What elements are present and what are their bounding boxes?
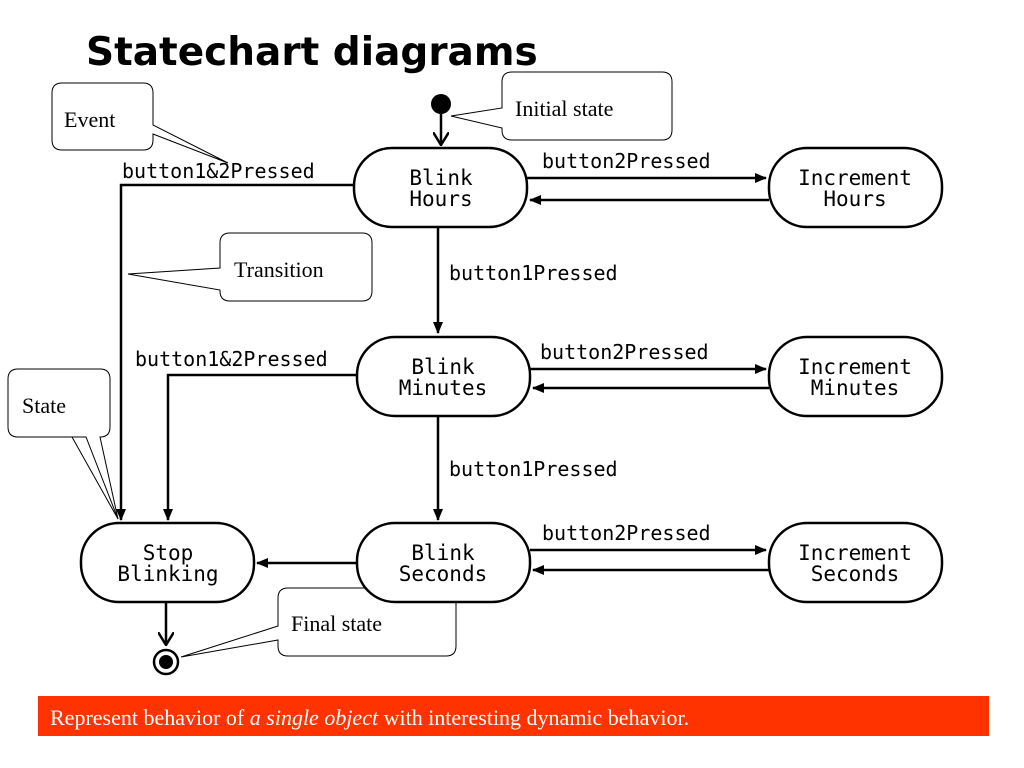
banner-suffix: with interesting dynamic behavior. xyxy=(378,705,690,730)
event-minutes-to-seconds: button1Pressed xyxy=(449,457,618,481)
state-blink-seconds-line2: Seconds xyxy=(399,562,488,586)
event-minutes-to-increment: button2Pressed xyxy=(540,340,709,364)
initial-state-node xyxy=(431,94,451,114)
callout-state: State xyxy=(7,368,119,520)
state-increment-minutes-line2: Minutes xyxy=(811,376,900,400)
state-stop-blinking: Stop Blinking xyxy=(79,521,256,604)
state-stop-blinking-line2: Blinking xyxy=(117,562,218,586)
callout-final-state-text: Final state xyxy=(291,611,382,636)
callout-initial-state-text: Initial state xyxy=(515,96,613,121)
summary-banner-text: Represent behavior of a single object wi… xyxy=(50,705,689,731)
state-blink-minutes: Blink Minutes xyxy=(355,335,532,418)
transition-hours-to-stop xyxy=(116,183,354,521)
callout-transition-text: Transition xyxy=(234,257,324,282)
state-blink-seconds-line1: Blink xyxy=(411,541,475,565)
slide-title: Statechart diagrams xyxy=(86,30,538,75)
callout-initial-state: Initial state xyxy=(450,71,673,141)
state-increment-minutes-line1: Increment xyxy=(798,355,912,379)
banner-emphasis: a single object xyxy=(249,705,379,730)
event-hours-to-minutes: button1Pressed xyxy=(449,261,618,285)
state-increment-seconds-line1: Increment xyxy=(798,541,912,565)
state-blink-minutes-line1: Blink xyxy=(411,355,475,379)
state-increment-hours: Increment Hours xyxy=(767,146,944,229)
final-state-node xyxy=(152,648,180,676)
state-increment-minutes: Increment Minutes xyxy=(767,335,944,418)
callout-transition: Transition xyxy=(127,232,373,302)
state-blink-seconds: Blink Seconds xyxy=(355,521,532,604)
state-blink-hours-line2: Hours xyxy=(409,187,472,211)
state-increment-hours-line2: Hours xyxy=(823,187,886,211)
state-blink-minutes-line2: Minutes xyxy=(399,376,488,400)
event-hours-to-increment: button2Pressed xyxy=(542,149,711,173)
state-blink-hours-line1: Blink xyxy=(409,166,473,190)
event-seconds-to-increment: button2Pressed xyxy=(542,521,711,545)
summary-banner: Represent behavior of a single object wi… xyxy=(38,696,989,736)
event-minutes-to-stop: button1&2Pressed xyxy=(135,347,328,371)
state-blink-hours: Blink Hours xyxy=(352,146,529,229)
event-hours-to-stop: button1&2Pressed xyxy=(122,159,315,183)
state-stop-blinking-line1: Stop xyxy=(143,541,194,565)
banner-prefix: Represent behavior of xyxy=(50,705,250,730)
callout-event: Event xyxy=(51,82,229,164)
callout-event-text: Event xyxy=(64,107,115,132)
state-increment-seconds-line2: Seconds xyxy=(811,562,900,586)
callout-state-text: State xyxy=(22,393,66,418)
state-increment-seconds: Increment Seconds xyxy=(767,521,944,604)
transition-minutes-to-stop xyxy=(163,373,357,521)
state-increment-hours-line1: Increment xyxy=(798,166,912,190)
